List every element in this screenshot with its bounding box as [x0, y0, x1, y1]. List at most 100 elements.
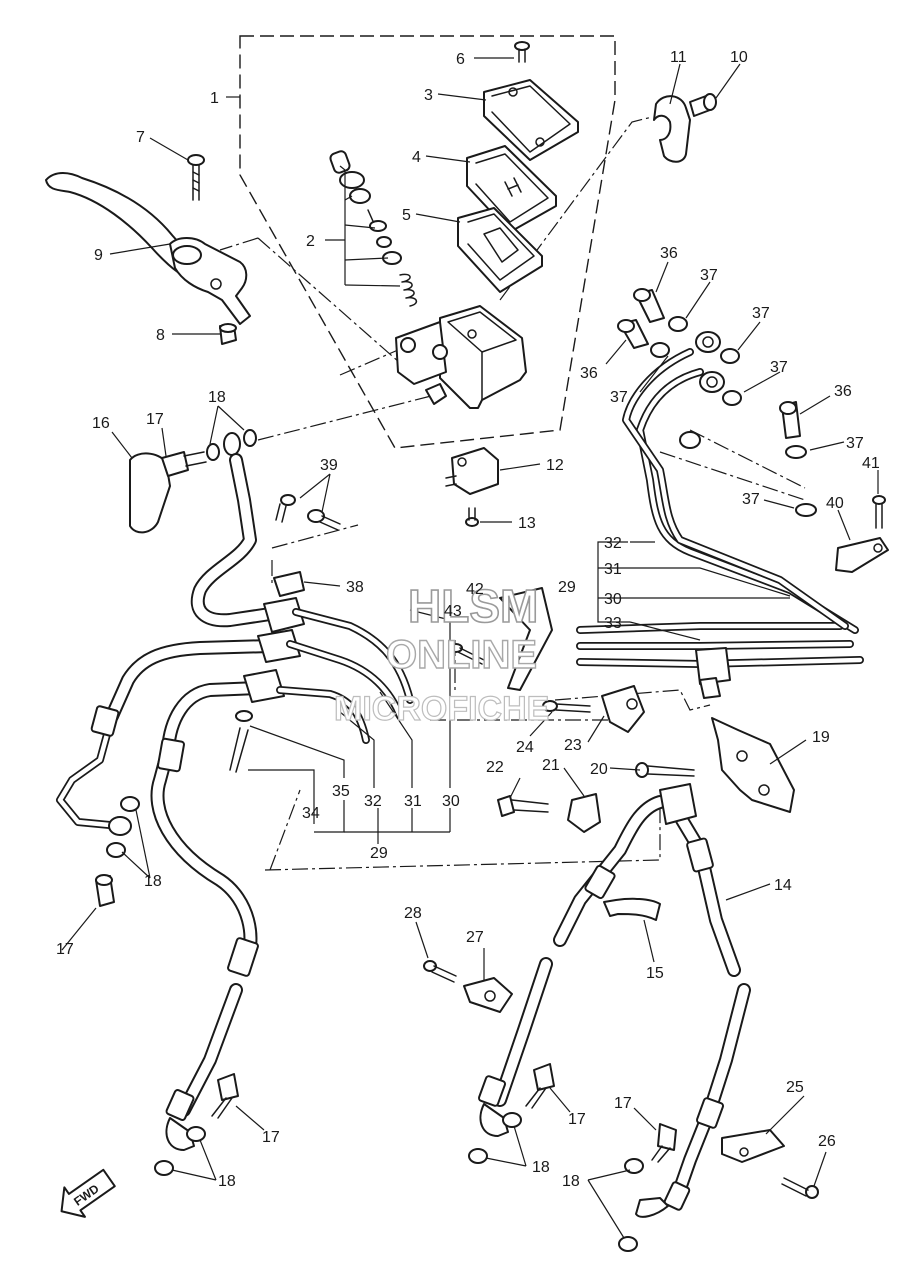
- callout-36c: 36: [834, 383, 852, 400]
- union-bolts-right: [617, 288, 801, 439]
- callout-35: 35: [332, 783, 350, 800]
- watermark-line-2: ONLINE: [386, 633, 537, 677]
- lever-pivot-bolt: [187, 154, 205, 201]
- leader-lines: [61, 57, 879, 1239]
- master-cylinder-boot: [129, 452, 171, 534]
- callout-7: 7: [136, 129, 145, 146]
- callout-25: 25: [786, 1079, 804, 1096]
- callout-3: 3: [424, 87, 433, 104]
- bolt-22: [497, 795, 549, 817]
- callout-36b: 36: [580, 365, 598, 382]
- relation-lines: [219, 116, 806, 871]
- right-brake-hoses: [493, 795, 751, 1207]
- callout-26: 26: [818, 1133, 836, 1150]
- callout-21: 21: [542, 757, 560, 774]
- callout-27: 27: [466, 929, 484, 946]
- callout-37d: 37: [770, 359, 788, 376]
- callout-17e: 17: [614, 1095, 632, 1112]
- callout-17a: 17: [146, 411, 164, 428]
- watermark-line-3: MICROFICHE: [334, 690, 549, 728]
- union-bolt-top: [161, 451, 207, 477]
- callout-31a: 31: [604, 561, 622, 578]
- callout-37e: 37: [846, 435, 864, 452]
- callout-5: 5: [402, 207, 411, 224]
- callout-34: 34: [302, 805, 320, 822]
- callout-29b: 29: [370, 845, 388, 862]
- joint-bracket-19: [711, 717, 795, 813]
- fwd-arrow: FWD: [60, 1168, 116, 1218]
- callout-17d: 17: [568, 1111, 586, 1128]
- hose-clip-15: [603, 897, 661, 921]
- callout-24: 24: [516, 739, 534, 756]
- callout-18d: 18: [532, 1159, 550, 1176]
- hose-fittings-right: [478, 783, 724, 1218]
- bracket-42: [499, 587, 553, 691]
- bolt-24: [542, 700, 591, 713]
- brake-pipes: [276, 348, 864, 744]
- callout-33: 33: [604, 615, 622, 632]
- watermark: HLSM ONLINE MICROFICHE: [333, 579, 550, 728]
- callout-11: 11: [670, 49, 687, 66]
- callout-13: 13: [518, 515, 536, 532]
- callout-22: 22: [486, 759, 504, 776]
- callout-40: 40: [826, 495, 844, 512]
- callout-32b: 32: [364, 793, 382, 810]
- piston-kit-bracket: [325, 165, 401, 287]
- cap-plate: [466, 145, 557, 233]
- reservoir-cap: [483, 79, 579, 161]
- master-cylinder-assembly-outline: [239, 35, 616, 449]
- bolt-28: [423, 960, 457, 983]
- callout-1: 1: [210, 90, 219, 107]
- callout-6: 6: [456, 51, 465, 68]
- pipe-clamp-40: [835, 537, 889, 573]
- diaphragm: [457, 207, 543, 293]
- switch-screw: [465, 507, 479, 527]
- clamp-bolt-41: [872, 495, 886, 529]
- callout-39: 39: [320, 457, 338, 474]
- callout-12: 12: [546, 457, 564, 474]
- joint-21: [567, 793, 601, 833]
- copper-washers-top: [206, 429, 257, 461]
- callout-31b: 31: [404, 793, 422, 810]
- brake-lever: [45, 172, 251, 325]
- callout-36a: 36: [660, 245, 678, 262]
- holder-bolt: [689, 93, 717, 117]
- watermark-line-1: HLSM: [408, 580, 538, 632]
- callout-37c: 37: [610, 389, 628, 406]
- lever-pivot-nut: [219, 323, 237, 345]
- master-cylinder-body: [395, 305, 527, 409]
- copper-washers-right: [650, 316, 817, 517]
- callout-30b: 30: [442, 793, 460, 810]
- callout-2: 2: [306, 233, 315, 250]
- callout-38: 38: [346, 579, 364, 596]
- callout-17b: 17: [56, 941, 74, 958]
- callout-37f: 37: [742, 491, 760, 508]
- callout-23: 23: [564, 737, 582, 754]
- callout-18b: 18: [144, 873, 162, 890]
- hose-fittings-left: [90, 597, 305, 1151]
- hose-holder-25: [721, 1129, 785, 1163]
- callout-16: 16: [92, 415, 110, 432]
- callout-37b: 37: [752, 305, 770, 322]
- left-brake-hoses: [56, 453, 277, 1117]
- callout-labels: 1 2 3 4 5 6 7 8 9 10 11 12 13 14 15 16 1…: [56, 49, 880, 1190]
- callout-9: 9: [94, 247, 103, 264]
- callout-29a: 29: [558, 579, 576, 596]
- callout-15: 15: [646, 965, 664, 982]
- copper-washers-lower: [106, 796, 644, 1252]
- callout-32a: 32: [604, 535, 622, 552]
- callout-20: 20: [590, 761, 608, 778]
- callout-18e: 18: [562, 1173, 580, 1190]
- bracket-23: [601, 685, 645, 733]
- union-bolts-lower: [95, 874, 677, 1163]
- bolt-26: [781, 1177, 819, 1199]
- callout-28: 28: [404, 905, 422, 922]
- callout-4: 4: [412, 149, 421, 166]
- hose-guide-38: [273, 571, 305, 597]
- pipe-junction: [695, 647, 731, 699]
- callout-37a: 37: [700, 267, 718, 284]
- bolt-34-35: [229, 710, 253, 773]
- callout-14: 14: [774, 877, 792, 894]
- callout-19: 19: [812, 729, 830, 746]
